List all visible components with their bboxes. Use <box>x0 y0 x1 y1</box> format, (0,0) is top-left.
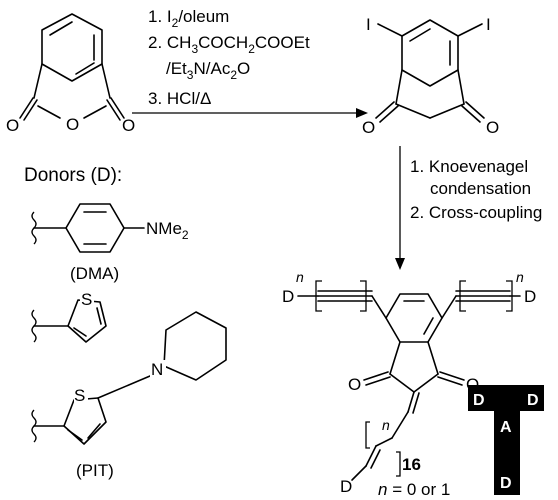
reagent-step-2: 2. CH <box>148 33 191 52</box>
reaction-arrow-1: 1. I2/oleum 2. CH3COCH2COOEt /Et3N/Ac2O … <box>132 7 368 118</box>
repeat-n: n <box>382 417 390 433</box>
svg-text:NMe2: NMe2 <box>146 219 189 242</box>
phthalic-anhydride: O O O <box>6 13 135 135</box>
atom-nitrogen: N <box>151 360 163 379</box>
atom-o: O <box>486 118 499 137</box>
donor-dma-label: (DMA) <box>70 264 119 283</box>
atom-iodine: I <box>366 15 371 34</box>
step-knoevenagel: 1. Knoevenagel <box>410 157 528 176</box>
donor-dma: NMe2 (DMA) <box>31 203 189 283</box>
reaction-arrow-2: 1. Knoevenagel condensation 2. Cross-cou… <box>395 146 542 270</box>
repeat-n: n <box>296 269 304 285</box>
atom-o: O <box>122 116 135 135</box>
donors-heading: Donors (D): <box>24 165 122 186</box>
compound-number: 16 <box>402 455 421 474</box>
donor-d: D <box>524 287 536 306</box>
reagent-step-3: 3. HCl/Δ <box>148 89 211 108</box>
t-acceptor: A <box>500 419 512 436</box>
nme2-group: NMe <box>146 219 182 238</box>
donor-pit-label: (PIT) <box>76 461 114 480</box>
atom-sulfur: S <box>74 386 85 405</box>
t-donor-bottom: D <box>500 475 512 492</box>
donor-d: D <box>340 477 352 496</box>
atom-o: O <box>362 118 375 137</box>
atom-iodine: I <box>486 15 491 34</box>
atom-o: O <box>348 375 361 394</box>
donor-thiophene: S <box>31 290 107 343</box>
svg-text:1. I2/oleum: 1. I2/oleum <box>148 7 229 30</box>
t-donor-right: D <box>527 392 539 409</box>
atom-o: O <box>66 115 79 134</box>
step-cross-coupling: 2. Cross-coupling <box>410 203 542 222</box>
svg-text:/Et3N/Ac2O: /Et3N/Ac2O <box>166 59 250 82</box>
atom-sulfur: S <box>81 290 92 309</box>
svg-text:2. CH3COCH2COOEt: 2. CH3COCH2COOEt <box>148 33 310 56</box>
reagent-step-1: 1. I <box>148 7 172 26</box>
donor-d: D <box>282 287 294 306</box>
n-values: = 0 or 1 <box>387 480 450 499</box>
donor-pit: S N (PIT) <box>31 311 227 480</box>
n-variable: n <box>378 480 387 499</box>
atom-o: O <box>6 116 19 135</box>
t-donor-left: D <box>473 392 485 409</box>
svg-text:n = 0 or 1: n = 0 or 1 <box>378 480 450 499</box>
repeat-n: n <box>516 269 524 285</box>
reagent-step-2-cont: /Et <box>166 59 187 78</box>
step-condensation: condensation <box>430 179 531 198</box>
dad-t-shape-icon: D D A D <box>468 385 544 495</box>
diiodo-indanedione: I I O O <box>362 15 499 137</box>
